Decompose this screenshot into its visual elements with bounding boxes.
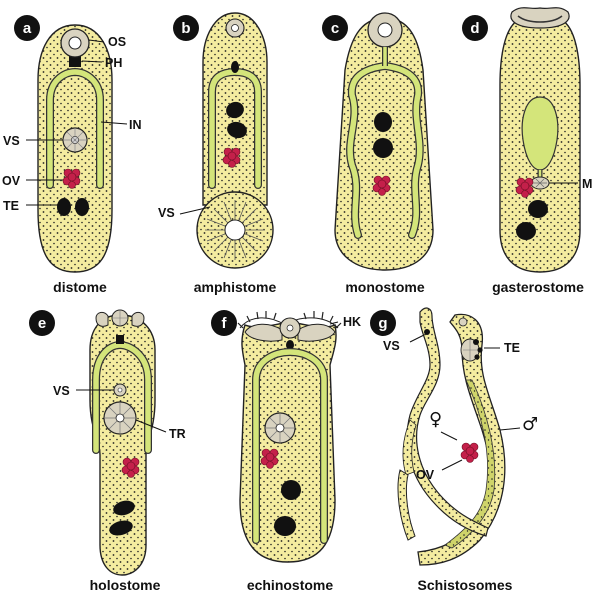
panel-g-ventral-sucker: [424, 329, 430, 335]
caption-monostome: monostome: [345, 279, 425, 295]
panel-g-male-worm: [417, 313, 506, 566]
panel-a-ventral-sucker: [62, 127, 88, 153]
svg-text:c: c: [331, 20, 339, 37]
panel-f-letter: f: [211, 310, 237, 336]
label-hk: HK: [343, 315, 361, 329]
label-vs-b: VS: [158, 206, 175, 220]
label-m: M: [582, 177, 592, 191]
structure-labels: OS PH IN VS OV TE VS M VS TR HK VS TE OV…: [2, 35, 592, 482]
panel-g-gynecophoric-canal: [444, 379, 496, 549]
panel-b-posterior-sucker: [196, 191, 274, 269]
svg-text:a: a: [23, 20, 32, 37]
label-os: OS: [108, 35, 126, 49]
panel-e-tribocytic-organ: [103, 401, 137, 435]
panel-a-distome: [26, 24, 128, 273]
panel-b-testis-1: [226, 101, 244, 119]
panel-g-female-worm: [406, 307, 489, 537]
label-ph: PH: [105, 56, 122, 70]
label-te-g: TE: [504, 341, 520, 355]
panel-d-gasterostome: [499, 7, 581, 273]
female-symbol: ♀: [429, 409, 442, 430]
panel-c-letter: c: [322, 15, 348, 41]
svg-text:g: g: [378, 315, 387, 332]
caption-echinostome: echinostome: [247, 577, 334, 593]
panel-b-testis-2: [227, 121, 247, 139]
panel-f-testis-1: [281, 480, 301, 500]
caption-schistosomes: Schistosomes: [418, 577, 513, 593]
panel-d-rhynchus: [510, 7, 570, 29]
svg-text:b: b: [181, 20, 190, 37]
label-vs-g: VS: [383, 339, 400, 353]
panel-c-testis-2: [373, 138, 393, 158]
panel-d-testis-1: [528, 200, 548, 218]
label-tr: TR: [169, 427, 186, 441]
panel-g-ovary: [460, 442, 479, 463]
caption-holostome: holostome: [90, 577, 161, 593]
panel-d-letter: d: [462, 15, 488, 41]
panel-a-testis-1: [57, 198, 71, 216]
panel-g-letter: g: [370, 310, 396, 336]
caption-gasterostome: gasterostome: [492, 279, 584, 295]
panel-f-intestine: [253, 349, 327, 543]
panel-a-testis-2: [75, 198, 89, 216]
panel-f-ventral-sucker: [264, 412, 296, 444]
panel-b-amphistome: [179, 12, 274, 269]
panel-d-testis-2: [516, 222, 536, 240]
panel-e-body: [89, 314, 156, 576]
label-vs-e: VS: [53, 384, 70, 398]
label-in: IN: [129, 118, 142, 132]
panel-f-echinostome: [237, 311, 342, 563]
label-ov-a: OV: [2, 174, 21, 188]
label-vs-a: VS: [3, 134, 20, 148]
panel-e-ventral-sucker: [113, 383, 127, 397]
panel-letter-badges: a b c d e f g: [14, 15, 488, 336]
panel-e-intestine: [93, 342, 151, 453]
panel-g-schistosomes: [397, 307, 521, 566]
caption-amphistome: amphistome: [194, 279, 277, 295]
panel-captions: distome amphistome monostome gasterostom…: [53, 279, 584, 593]
svg-text:e: e: [38, 315, 46, 332]
panel-f-testis-2: [274, 516, 296, 536]
svg-text:d: d: [470, 20, 479, 37]
svg-text:f: f: [222, 315, 228, 332]
panel-c-monostome: [334, 12, 434, 271]
panel-b-letter: b: [173, 15, 199, 41]
panel-e-testis-1: [113, 500, 135, 516]
panel-e-letter: e: [29, 310, 55, 336]
label-ov-g: OV: [416, 468, 435, 482]
caption-distome: distome: [53, 279, 107, 295]
panel-a-letter: a: [14, 15, 40, 41]
panel-g-male-oral-sucker: [458, 317, 468, 327]
panel-g-testes: [460, 338, 483, 362]
panel-d-mouth: [530, 176, 550, 190]
panel-e-anterior-suckers: [95, 309, 145, 344]
panel-a-pharynx: [69, 56, 81, 67]
panel-e-testis-2: [109, 520, 133, 536]
panel-f-head-collar: [237, 311, 342, 342]
male-symbol: ♂: [522, 414, 538, 435]
panel-e-holostome: [76, 309, 167, 576]
panel-c-testis-1: [374, 112, 392, 132]
label-te-a: TE: [3, 199, 19, 213]
